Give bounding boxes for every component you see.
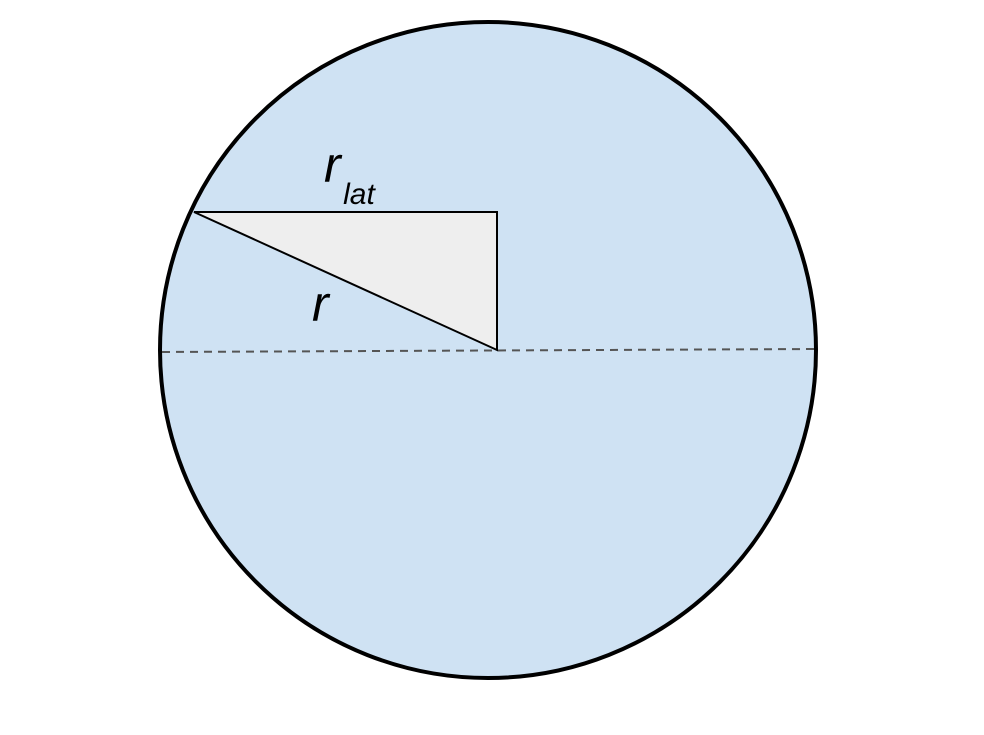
latitude-triangle (193, 211, 498, 352)
radius-label: r (312, 276, 331, 332)
rlat-label-main: r (324, 137, 343, 193)
rlat-label: r lat (324, 137, 376, 211)
rlat-label-subscript: lat (343, 178, 376, 211)
equator-line (161, 348, 815, 353)
